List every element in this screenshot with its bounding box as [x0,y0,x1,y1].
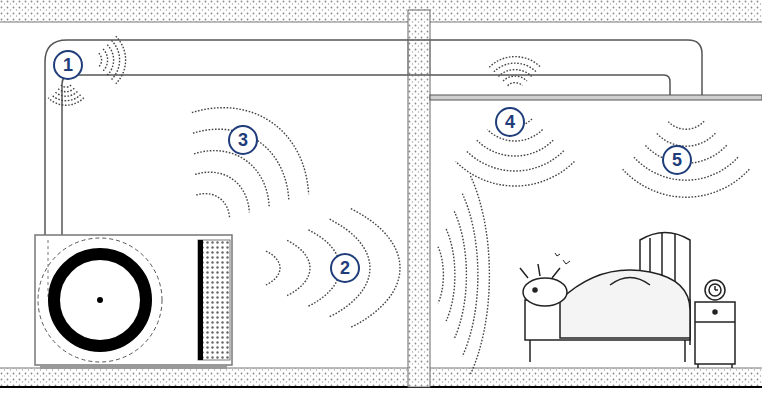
partition-wall [408,10,430,387]
hvac-unit [35,235,232,369]
floor-band [0,368,762,386]
suspended-ceiling [430,95,762,100]
callout-circle: 5 [662,145,692,175]
callout-circle: 2 [330,253,360,283]
callout-number: 4 [505,113,515,131]
ceiling-band [0,0,762,22]
callout-number: 3 [238,131,248,149]
callout-number: 2 [340,259,350,277]
air-duct [45,40,702,235]
callout-circle: 1 [53,50,83,80]
callout-number: 1 [63,56,73,74]
callout-circle: 3 [228,125,258,155]
sound-waves [48,36,749,374]
sleeping-person [520,233,735,369]
callout-number: 5 [672,151,682,169]
callout-circle: 4 [495,107,525,137]
